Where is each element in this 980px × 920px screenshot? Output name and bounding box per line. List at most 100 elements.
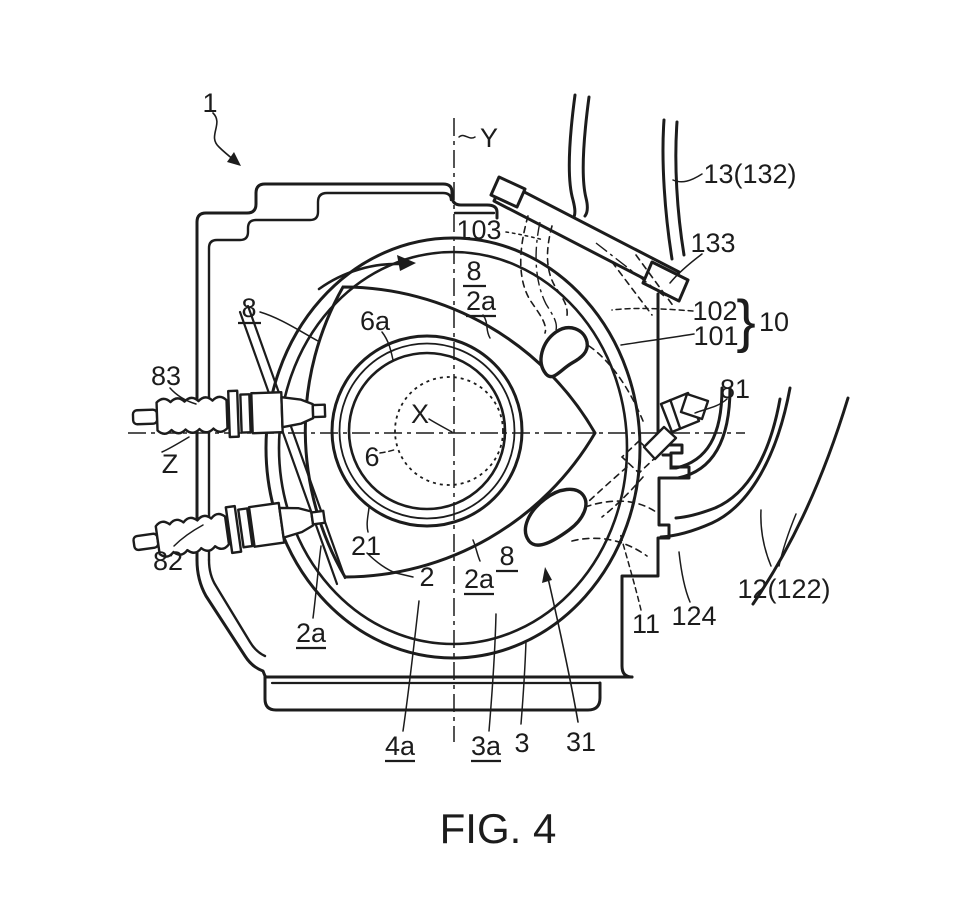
figure-number-arrowhead (227, 152, 241, 166)
aux-bolt-head-facet (668, 398, 682, 429)
label-81: 81 (720, 374, 750, 404)
leader-x (428, 418, 453, 433)
label-102: 102 (692, 296, 737, 326)
label-6: 6 (364, 442, 379, 472)
leader-12-b (778, 513, 797, 567)
leader-z (161, 436, 190, 453)
label-10: 10 (759, 307, 789, 337)
figure-number-arrow (212, 112, 235, 161)
leader-12-a (760, 509, 772, 567)
leader-6-dashed (379, 448, 398, 454)
exhaust-passage-dashed-a (584, 500, 657, 513)
leader-103-dotted (505, 231, 545, 241)
passage-dashed-bolt-to-port-a (588, 466, 628, 502)
label-21: 21 (351, 531, 381, 561)
housing-inner-left-lower (207, 558, 267, 658)
rotor-rotation-arrowhead (397, 255, 416, 271)
exhaust-port-arrow (547, 577, 579, 723)
exhaust-passage-dashed-b (571, 537, 648, 557)
rotor-bore-circle-outer (330, 334, 524, 528)
leader-21 (366, 507, 370, 533)
leader-102-dashed (611, 307, 694, 312)
exhaust-pipe-wall-b (674, 397, 782, 520)
exhaust-pipe-wall-a (659, 386, 792, 539)
shaft-journal-dashed-circle (394, 376, 504, 486)
label-8-bottom: 8 (499, 541, 514, 571)
aux-bolt-cap (679, 392, 710, 421)
intake-passage-dashed-outer (519, 215, 547, 334)
label-y-axis: Y (480, 123, 498, 153)
rotor-bearing-circle (347, 351, 507, 511)
intake-pipe-right-wall-b (674, 120, 686, 257)
leader-11-dashed (619, 532, 642, 611)
leader-y (458, 134, 476, 139)
passage-102-dashed-b (635, 254, 675, 308)
side-exhaust-port (523, 487, 588, 547)
label-12-122: 12(122) (737, 574, 830, 604)
label-3: 3 (514, 728, 529, 758)
label-83: 83 (151, 361, 181, 391)
spark-plug-upper-body (250, 390, 284, 435)
spark-plug-upper-threads (155, 395, 229, 435)
exhaust-neck-inner (661, 386, 724, 470)
label-6a: 6a (360, 306, 391, 336)
label-1: 1 (202, 88, 217, 118)
label-31: 31 (566, 727, 596, 757)
label-133: 133 (690, 228, 735, 258)
leader-2 (366, 552, 414, 578)
intake-flange-end-cap-left (489, 175, 527, 209)
trochoid-bore-inner (277, 250, 629, 646)
label-3a: 3a (471, 731, 502, 761)
spark-plug-upper-hex (239, 393, 252, 434)
figure-caption: FIG. 4 (440, 805, 557, 852)
passage-dashed-kidney-to-bolt (588, 345, 644, 422)
spark-plug-upper (131, 389, 327, 439)
aux-bolt-shaft (642, 425, 678, 461)
leader-2a-mid (472, 539, 481, 562)
rotor-rotation-arrow (317, 262, 403, 291)
spark-plug-upper-electrode (311, 403, 327, 419)
port-axis-dash-dot (535, 221, 558, 331)
label-2a-left: 2a (296, 618, 327, 648)
label-z-axis: Z (162, 449, 179, 479)
leader-4a (402, 600, 420, 732)
leader-3a (488, 613, 497, 732)
label-8-left: 8 (241, 293, 256, 323)
side-intake-port (539, 326, 589, 379)
label-2: 2 (419, 562, 434, 592)
label-2a-top: 2a (466, 286, 497, 316)
passage-dashed-bolt-to-port-b (601, 476, 644, 518)
label-11: 11 (632, 609, 660, 639)
label-x-center: X (411, 399, 429, 429)
label-8-top: 8 (466, 256, 481, 286)
spark-plug-upper-nose (280, 395, 315, 429)
leader-101 (620, 333, 695, 346)
brace-10: } (736, 289, 755, 354)
spark-plug-lower-gasket (224, 504, 243, 555)
leader-6a (381, 331, 394, 361)
label-103: 103 (456, 215, 501, 245)
spark-plug-lower-hex (237, 507, 254, 549)
spark-plug-upper-terminal (131, 408, 159, 426)
aux-port-end-block (641, 260, 690, 303)
aux-port-axis-dash-dot (595, 242, 665, 297)
passage-102-dashed-a (611, 261, 653, 316)
housing-inner-wall-top (207, 191, 453, 562)
intake-pipe-left-wall-a (567, 93, 577, 221)
leader-13 (672, 173, 703, 183)
intake-passage-dashed-inner (546, 225, 568, 321)
leader-2a-left (312, 545, 322, 619)
spark-plug-upper-gasket (226, 389, 240, 439)
label-4a: 4a (385, 731, 416, 761)
exhaust-port-arrowhead (542, 567, 552, 583)
trochoid-bore-outer (264, 236, 642, 660)
leader-8-left (259, 311, 319, 342)
leader-83 (169, 387, 197, 405)
spark-plug-lower-electrode (310, 509, 327, 526)
housing-base-outline (263, 674, 602, 712)
housing-outline-top-left (195, 182, 499, 562)
label-124: 124 (671, 601, 716, 631)
exhaust-pipe-wall-outer (751, 396, 850, 606)
